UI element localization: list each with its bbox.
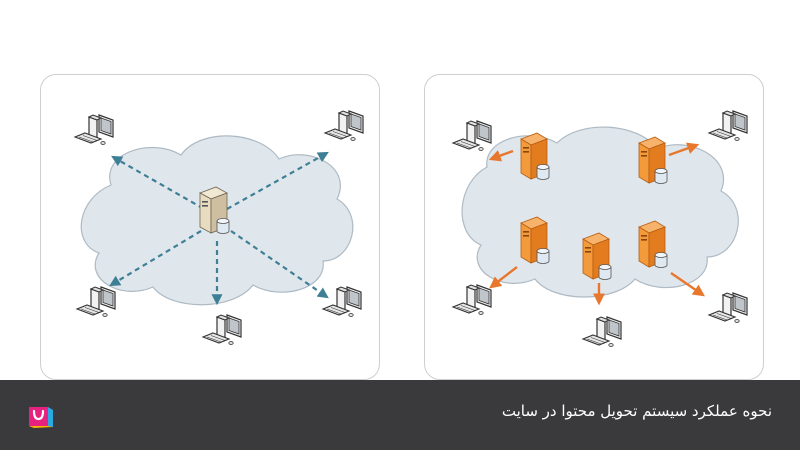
client-computer-icon — [708, 292, 748, 324]
cdn-distribution-diagram — [452, 110, 748, 348]
edge-server-icon — [582, 232, 612, 280]
arrow-to-client-top-left — [111, 155, 212, 214]
client-computer-icon — [74, 114, 114, 146]
client-computer-icon — [582, 316, 622, 348]
edge-server-icon — [638, 220, 668, 268]
client-computer-icon — [322, 286, 362, 318]
arrow-to-client-top-right — [226, 151, 329, 210]
client-computer-icon — [324, 110, 364, 142]
client-computer-icon — [452, 120, 492, 152]
arrow-edge-to-client-top-left — [488, 149, 514, 162]
edge-server-icon — [520, 216, 550, 264]
arrow-edge-to-client-bottom-left — [489, 266, 518, 289]
diagram-caption: نحوه عملکرد سیستم تحویل محتوا در سایت — [501, 402, 772, 420]
arrow-to-client-bottom-right — [230, 230, 329, 299]
client-computer-icon — [202, 314, 242, 346]
edge-server-icon — [638, 136, 668, 184]
client-computer-icon — [708, 110, 748, 142]
client-computer-icon — [452, 284, 492, 316]
edge-server-icon — [520, 132, 550, 180]
arrow-edge-to-client-bottom-right — [670, 272, 705, 297]
client-computer-icon — [76, 286, 116, 318]
origin-server-icon — [199, 186, 230, 234]
origin-distribution-diagram — [74, 110, 364, 346]
origin-distribution-panel — [40, 74, 380, 380]
caption-bar: نحوه عملکرد سیستم تحویل محتوا در سایت — [0, 380, 800, 450]
arrow-edge-to-client-top-right — [668, 142, 700, 157]
shopping-bag-logo-icon — [29, 407, 53, 428]
cdn-distribution-panel — [424, 74, 764, 380]
